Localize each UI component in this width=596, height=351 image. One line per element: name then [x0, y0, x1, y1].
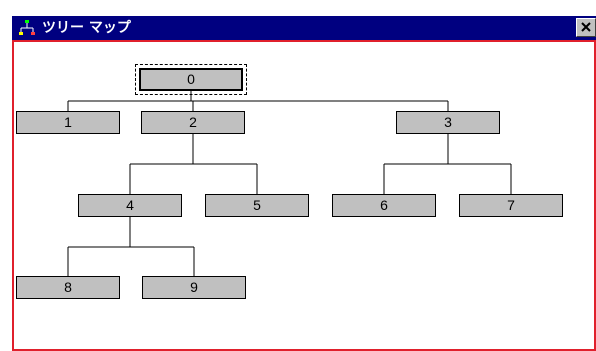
tree-node-5[interactable]: 5 — [205, 194, 309, 217]
tree-connectors — [67, 91, 512, 276]
tree-node-7[interactable]: 7 — [459, 194, 563, 217]
tree-node-0[interactable]: 0 — [139, 68, 243, 91]
close-icon — [581, 22, 591, 32]
close-button[interactable] — [576, 18, 596, 37]
tree-node-9[interactable]: 9 — [142, 276, 246, 299]
tree-node-3[interactable]: 3 — [396, 111, 500, 134]
tree-node-2[interactable]: 2 — [141, 111, 245, 134]
tree-node-6[interactable]: 6 — [332, 194, 436, 217]
title-bar[interactable]: ツリー マップ — [12, 16, 596, 40]
window-title: ツリー マップ — [42, 20, 131, 36]
tree-node-1[interactable]: 1 — [16, 111, 120, 134]
tree-node-4[interactable]: 4 — [78, 194, 182, 217]
tree-map-icon — [18, 19, 36, 37]
tree-node-8[interactable]: 8 — [16, 276, 120, 299]
selection-frame — [135, 64, 247, 95]
